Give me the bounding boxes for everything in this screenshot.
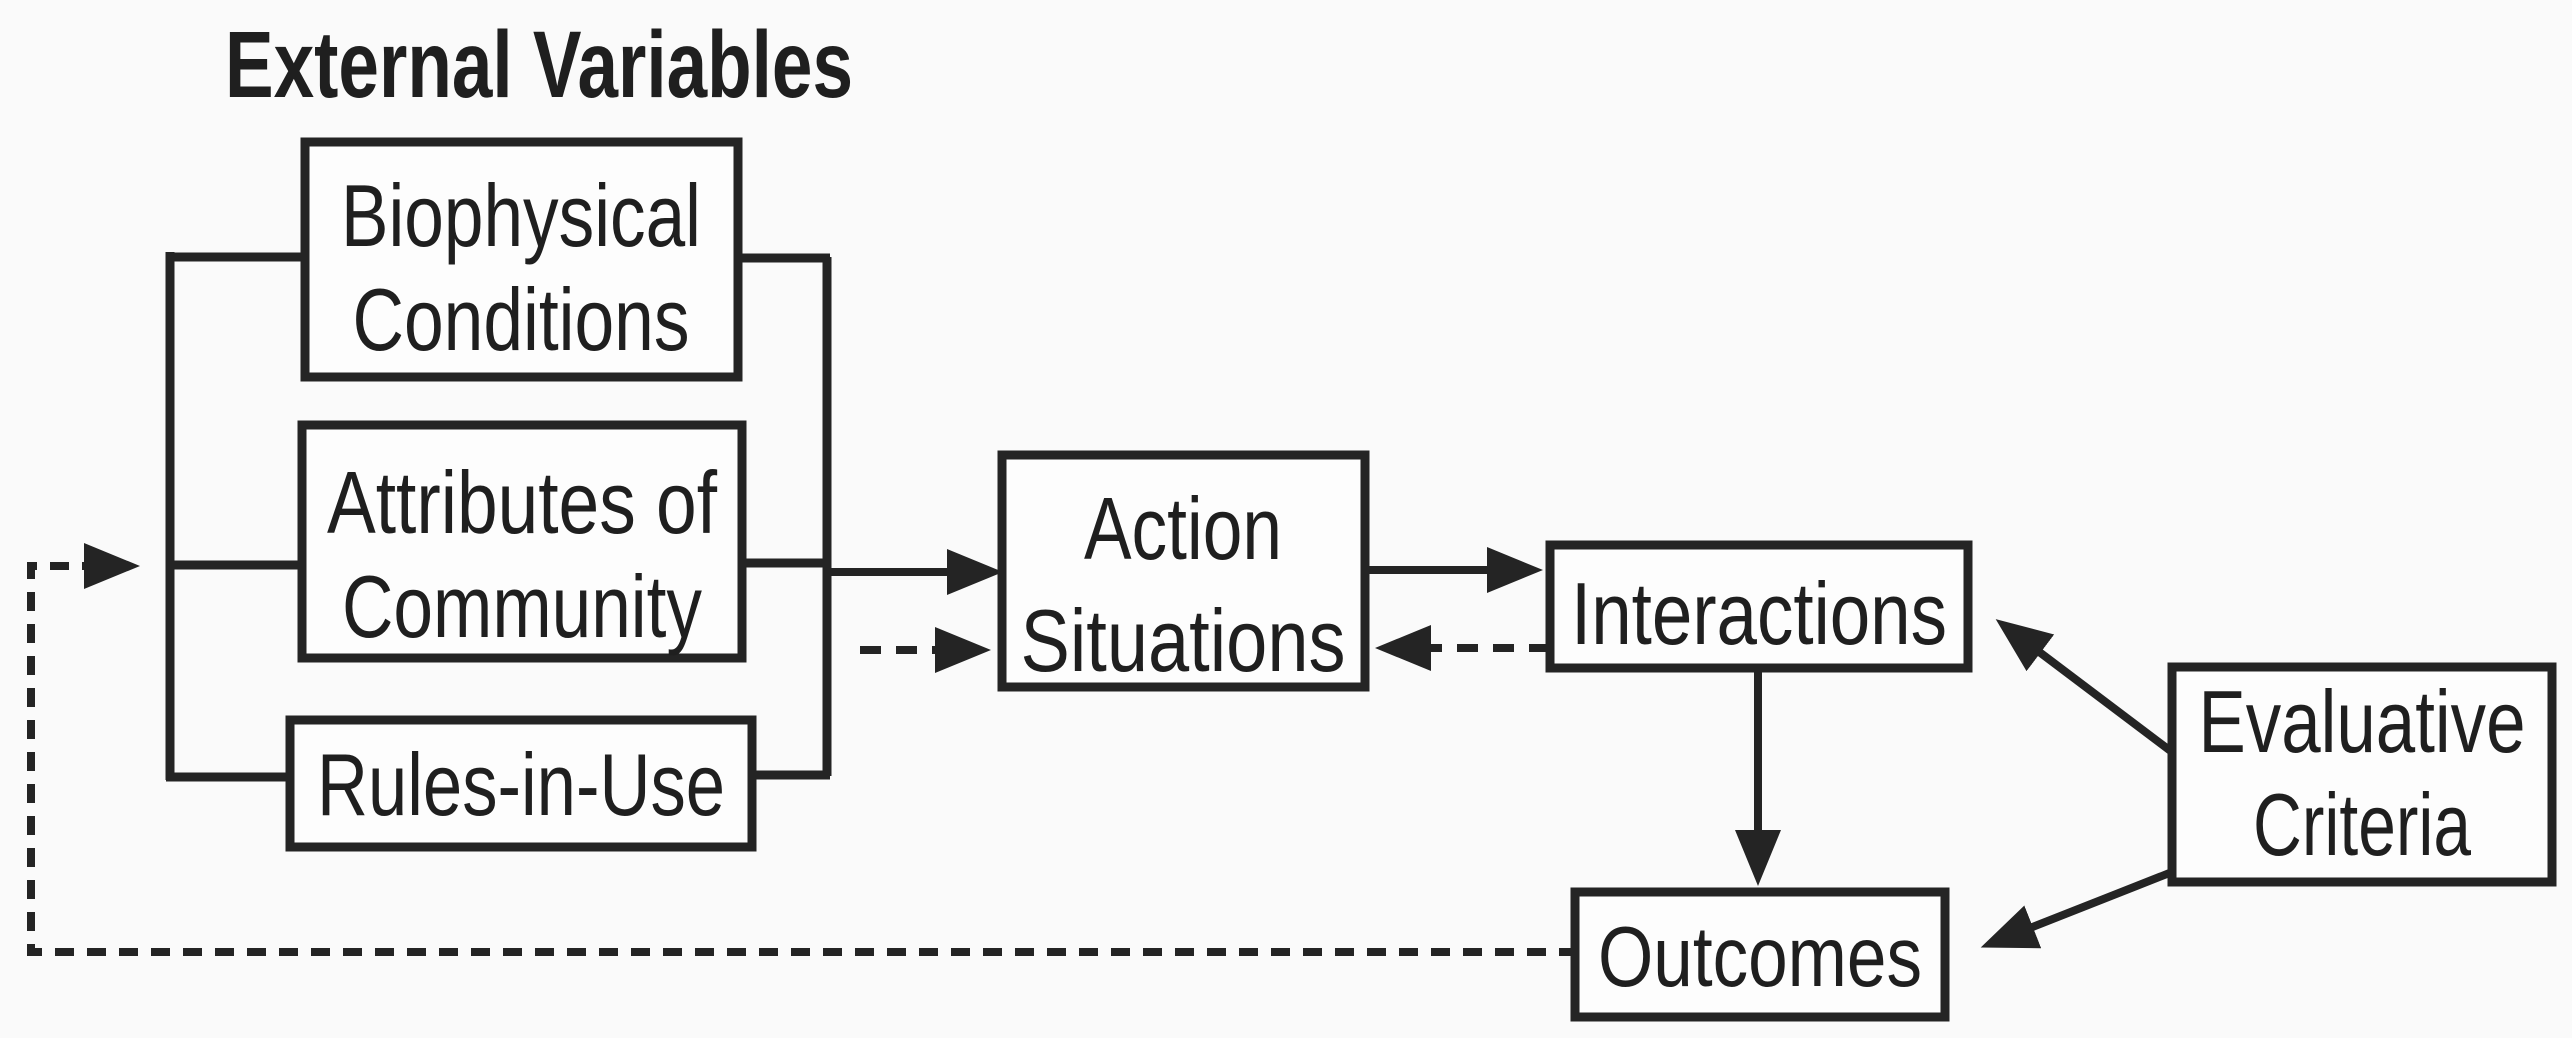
arrow-evaluative-to-outcomes-solid bbox=[1980, 868, 2174, 949]
outcomes-rect bbox=[1570, 887, 1950, 1022]
evaluative-criteria-label-line1: Evaluative bbox=[2199, 672, 2526, 771]
action-situations-rect bbox=[997, 450, 1370, 692]
evaluative-criteria-label-line2: Criteria bbox=[2253, 775, 2471, 874]
rules-in-use-rect bbox=[285, 715, 757, 852]
rules-in-use-label: Rules-in-Use bbox=[317, 735, 725, 834]
action-situations-label-line2: Situations bbox=[1021, 591, 1346, 690]
box-interactions: Interactions bbox=[1545, 540, 1973, 673]
action-situations-label-line1: Action bbox=[1084, 479, 1282, 578]
interactions-label: Interactions bbox=[1571, 564, 1947, 663]
diagram-arrows bbox=[27, 543, 2175, 956]
external-variables-title: External Variables bbox=[225, 12, 853, 118]
box-attributes-of-community: Attributes of Community bbox=[297, 420, 747, 663]
box-biophysical-conditions: Biophysical Conditions bbox=[300, 137, 743, 382]
biophysical-conditions-rect bbox=[300, 137, 743, 382]
box-rules-in-use: Rules-in-Use bbox=[285, 715, 757, 852]
box-action-situations: Action Situations bbox=[997, 450, 1370, 692]
biophysical-conditions-label-line2: Conditions bbox=[353, 270, 690, 369]
box-outcomes: Outcomes bbox=[1570, 887, 1950, 1022]
biophysical-conditions-label-line1: Biophysical bbox=[341, 166, 701, 265]
arrow-evaluative-to-interactions-solid bbox=[1995, 619, 2175, 756]
box-evaluative-criteria: Evaluative Criteria bbox=[2167, 662, 2557, 887]
outcomes-label: Outcomes bbox=[1598, 910, 1922, 1005]
external-variables-bracket bbox=[165, 252, 832, 782]
evaluative-criteria-rect bbox=[2167, 662, 2557, 887]
interactions-rect bbox=[1545, 540, 1973, 673]
arrow-outcomes-feedback-dashed bbox=[27, 543, 1578, 956]
attributes-of-community-label-line2: Community bbox=[342, 557, 702, 656]
attributes-of-community-label-line1: Attributes of bbox=[327, 453, 717, 552]
attributes-of-community-rect bbox=[297, 420, 747, 663]
